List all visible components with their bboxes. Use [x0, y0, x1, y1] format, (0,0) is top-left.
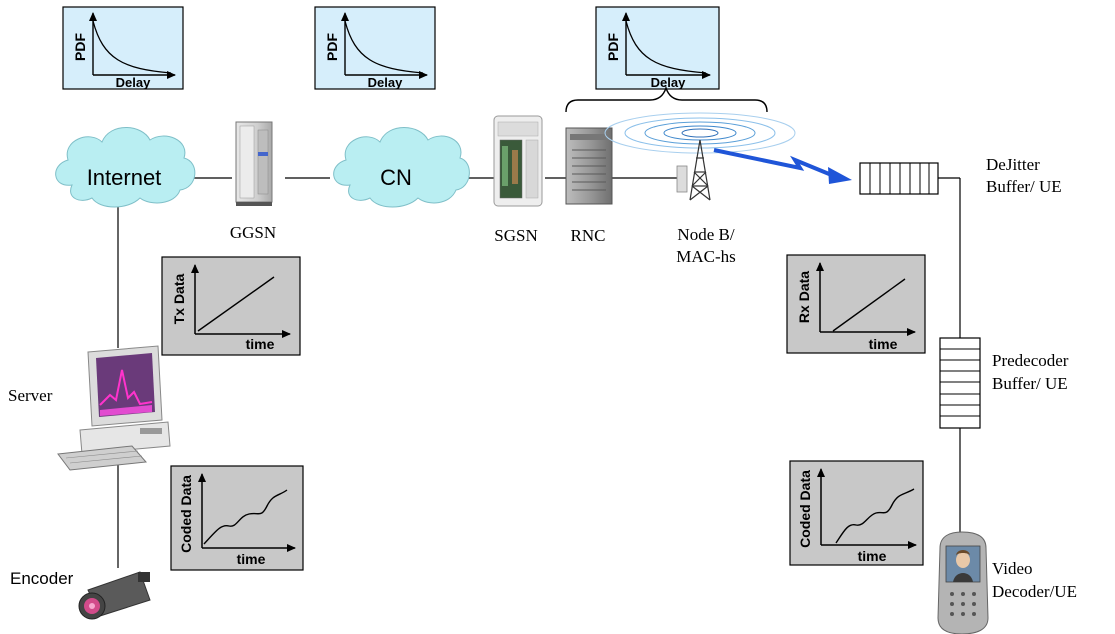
dejitter-buffer-icon — [859, 162, 939, 195]
node-b-tower-icon — [676, 139, 711, 201]
node-b-label-line2: MAC-hs — [676, 247, 736, 266]
node-b-label-line1: Node B/ — [677, 225, 734, 244]
internet-cloud: Internet — [55, 127, 196, 208]
radio-rings-icon — [604, 112, 796, 154]
pdf-graph-2-xlabel: Delay — [368, 75, 403, 90]
predecoder-label-line1: Predecoder — [992, 351, 1069, 370]
rx-graph-xlabel: time — [869, 336, 898, 352]
tx-graph-xlabel: time — [246, 336, 275, 352]
server-computer-icon — [57, 345, 171, 471]
sgsn-icon — [493, 115, 543, 207]
brace — [565, 85, 768, 113]
ggsn-icon — [235, 121, 273, 206]
dejitter-label-line1: DeJitter — [986, 155, 1040, 174]
pdf-graph-1: PDF Delay — [62, 6, 184, 90]
coded-data-graph-left: Coded Data time — [170, 465, 304, 571]
internet-label: Internet — [87, 165, 162, 190]
tx-graph-ylabel: Tx Data — [171, 274, 187, 325]
pdf-graph-3-xlabel: Delay — [651, 75, 686, 90]
coded-right-ylabel: Coded Data — [797, 470, 813, 548]
ggsn-label: GGSN — [230, 223, 276, 242]
pdf-graph-3: PDF Delay — [595, 6, 720, 90]
pdf-graph-1-xlabel: Delay — [116, 75, 151, 90]
pdf-graph-3-ylabel: PDF — [605, 33, 621, 61]
rx-data-graph: Rx Data time — [786, 254, 926, 354]
video-label-line2: Decoder/UE — [992, 582, 1077, 601]
rnc-icon — [565, 127, 613, 205]
tx-data-graph: Tx Data time — [161, 256, 301, 356]
sgsn-label: SGSN — [494, 226, 537, 245]
coded-left-ylabel: Coded Data — [178, 475, 194, 553]
predecoder-label-line2: Buffer/ UE — [992, 374, 1068, 393]
encoder-label: Encoder — [10, 569, 74, 588]
pdf-graph-1-ylabel: PDF — [72, 33, 88, 61]
video-phone-icon — [937, 531, 989, 634]
video-label-line1: Video — [992, 559, 1033, 578]
cn-cloud: CN — [333, 127, 470, 208]
coded-left-xlabel: time — [237, 551, 266, 567]
cn-label: CN — [380, 165, 412, 190]
encoder-camera-icon — [78, 571, 151, 620]
coded-data-graph-right: Coded Data time — [789, 460, 924, 566]
pdf-graph-2-ylabel: PDF — [324, 33, 340, 61]
rx-graph-ylabel: Rx Data — [796, 271, 812, 323]
dejitter-label-line2: Buffer/ UE — [986, 177, 1062, 196]
predecoder-buffer-icon — [939, 337, 981, 429]
rnc-label: RNC — [571, 226, 606, 245]
radio-link-arrow — [713, 148, 852, 184]
coded-right-xlabel: time — [858, 548, 887, 564]
pdf-graph-2: PDF Delay — [314, 6, 436, 90]
server-label: Server — [8, 386, 53, 405]
